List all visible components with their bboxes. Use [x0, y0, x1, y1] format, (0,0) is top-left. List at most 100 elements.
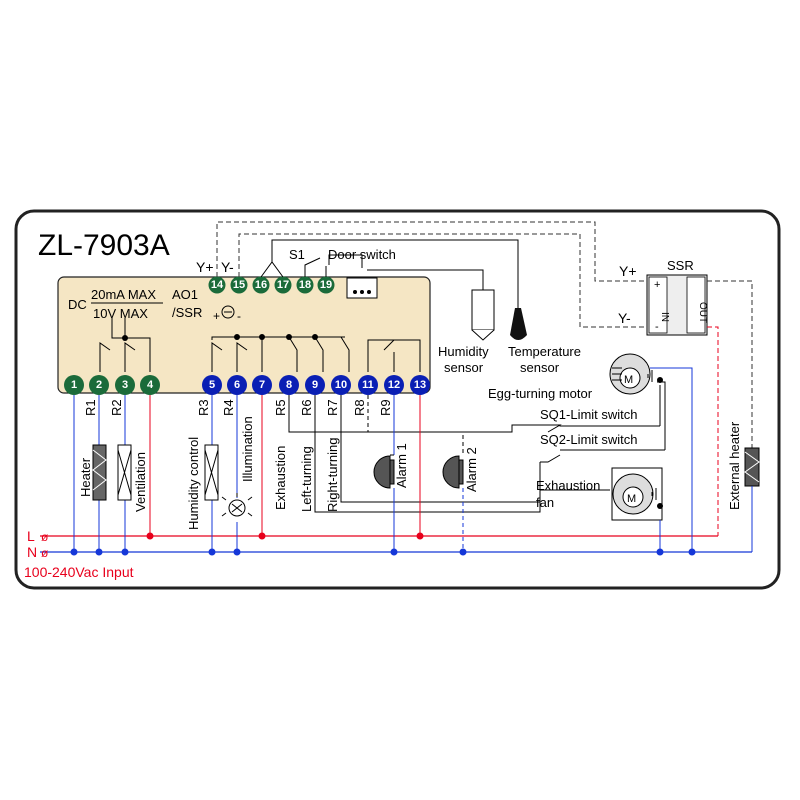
egg-motor-label: Egg-turning motor: [488, 386, 593, 401]
terminal-4-label: 4: [147, 379, 154, 391]
exhaust-fan-motor: [611, 467, 663, 521]
relay-r5: R5: [273, 399, 288, 416]
temperature-sensor-label-2: sensor: [520, 360, 560, 375]
terminal-3: [115, 375, 135, 395]
ao-dc-symbol: [221, 305, 235, 319]
relay-r6: R6: [299, 399, 314, 416]
terminal-6: [227, 375, 247, 395]
terminal-10-label: 10: [335, 379, 347, 391]
humidity-control-label: Humidity control: [186, 437, 201, 530]
terminal-14: [208, 276, 226, 294]
exhaust-fan-node: [657, 503, 663, 509]
alarm2-buzzer: [442, 455, 460, 489]
terminal-8-label: 8: [286, 379, 292, 391]
terminal-4: [140, 375, 160, 395]
rail-junctions: [70, 532, 696, 556]
terminal-9: [305, 375, 325, 395]
ssr-y-minus: Y-: [618, 310, 631, 326]
terminal-5: [202, 375, 222, 395]
relay-r7: R7: [325, 399, 340, 416]
exhaust-fan-label-1: Exhaustion: [536, 478, 600, 493]
right-turning-label: Right-turning: [325, 438, 340, 512]
terminal-8: [279, 375, 299, 395]
top-terminals: [208, 276, 335, 294]
terminal-7: [252, 375, 272, 395]
terminal-18-label: 18: [299, 279, 311, 291]
terminal-1: [64, 375, 84, 395]
ventilation-label: Ventilation: [133, 452, 148, 512]
dc-label: DC: [68, 297, 87, 312]
ao-label: AO1: [172, 287, 198, 302]
terminal-15: [230, 276, 248, 294]
terminal-5-label: 5: [209, 379, 215, 391]
terminal-7-label: 7: [259, 379, 265, 391]
sq2-label: SQ2-Limit switch: [540, 432, 638, 447]
left-turning-label: Left-turning: [299, 446, 314, 512]
sq1-label: SQ1-Limit switch: [540, 407, 638, 422]
sensor-wiring: [260, 239, 519, 308]
alarm1-label: Alarm 1: [394, 443, 409, 488]
ssr-label: /SSR: [172, 305, 202, 320]
ssr-out-side: [686, 276, 706, 334]
door-switch-label: Door switch: [328, 247, 396, 262]
exhaust-fan-label-2: fan: [536, 495, 554, 510]
relay-r9: R9: [378, 399, 393, 416]
v-label: 10V MAX: [93, 306, 148, 321]
terminal-12-label: 12: [388, 379, 400, 391]
illumination-label: Illumination: [240, 416, 255, 482]
illumination-bulb: [221, 493, 253, 517]
model-title: ZL-7903A: [38, 229, 170, 262]
ssr-out-neutral-wire: [707, 280, 753, 448]
terminal-10: [331, 375, 351, 395]
relay-r2: R2: [109, 399, 124, 416]
terminal-2-label: 2: [96, 379, 102, 391]
relay-r8: R8: [352, 399, 367, 416]
sensor-connector: [346, 277, 378, 299]
alarm-buzzers: [373, 455, 464, 489]
alarm2-label: Alarm 2: [464, 447, 479, 492]
terminal-6-label: 6: [234, 379, 240, 391]
terminal-16-label: 16: [255, 279, 267, 291]
sensor-connector-pins: [353, 290, 371, 294]
ssr-out-live-wire: [707, 326, 719, 536]
relay-r4: R4: [221, 399, 236, 416]
heater-label: Heater: [78, 457, 93, 497]
terminal-13-label: 13: [414, 379, 426, 391]
ma-label: 20mA MAX: [91, 287, 156, 302]
terminal-17-label: 17: [277, 279, 289, 291]
terminal-15-label: 15: [233, 279, 245, 291]
temperature-sensor: [510, 308, 527, 340]
power-input-label: 100-240Vac Input: [24, 564, 134, 580]
temperature-sensor-label-1: Temperature: [508, 344, 581, 359]
ssr-minus: -: [655, 321, 659, 333]
panel-junction-dots: [122, 334, 318, 341]
egg-motor-node: [657, 377, 663, 383]
terminal-12: [384, 375, 404, 395]
limit-switch-wiring: [539, 381, 666, 491]
ssr-in-label: IN: [659, 312, 670, 322]
live-phi: ø: [41, 530, 49, 544]
terminal-11-label: 11: [362, 379, 374, 391]
ssr-control-wires: [216, 221, 645, 328]
exhaustion-label: Exhaustion: [273, 446, 288, 510]
ssr-out-label: OUT: [697, 302, 708, 323]
terminal-13: [410, 375, 430, 395]
terminal-9-label: 9: [312, 379, 318, 391]
top-y-minus: Y-: [221, 259, 234, 275]
terminal-14-label: 14: [211, 279, 224, 291]
external-heater-label: External heater: [727, 421, 742, 510]
terminal-11: [358, 375, 378, 395]
alarm1-buzzer: [373, 455, 391, 489]
external-heater-coil: [744, 451, 760, 483]
terminal-19: [317, 276, 335, 294]
ssr-title: SSR: [667, 258, 694, 273]
resistive-loads: [92, 444, 219, 501]
ssr-plus: +: [654, 279, 660, 291]
neutral-phi: ø: [41, 546, 49, 560]
egg-motor-neutral: [650, 367, 693, 552]
terminal-19-label: 19: [320, 279, 332, 291]
terminal-3-label: 3: [122, 379, 128, 391]
ssr-in-side: [648, 276, 668, 334]
terminal-16: [252, 276, 270, 294]
